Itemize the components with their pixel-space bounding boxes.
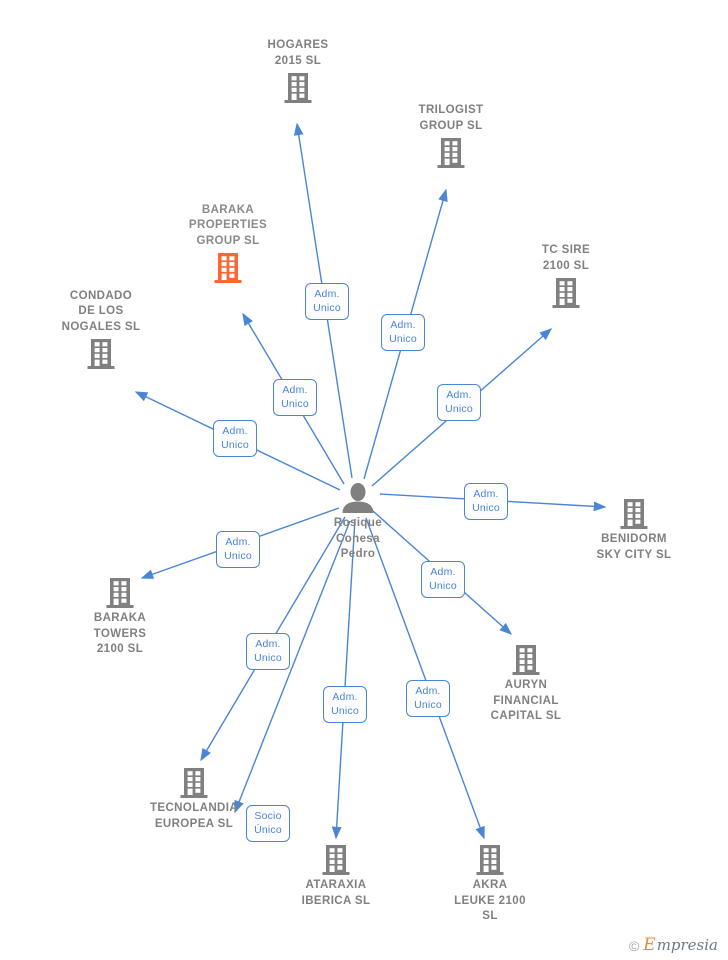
brand-initial: E xyxy=(643,935,656,955)
node-hogares[interactable]: HOGARES 2015 SL xyxy=(228,38,368,104)
node-label-auryn: AURYN FINANCIAL CAPITAL SL xyxy=(490,679,562,722)
edge-label-edge-condado[interactable]: Adm. Unico xyxy=(213,420,257,457)
person-icon xyxy=(342,483,374,513)
edge-label-line2: Unico xyxy=(224,550,252,562)
edge-label-line1: Adm. xyxy=(314,288,340,300)
edge-label-line1: Adm. xyxy=(332,691,358,703)
edge-label-line2: Unico xyxy=(281,398,309,410)
building-icon xyxy=(106,578,134,608)
edge-label-line1: Adm. xyxy=(430,566,456,578)
copyright-symbol: © xyxy=(628,937,640,954)
edge-label-line1: Adm. xyxy=(390,319,416,331)
node-condado[interactable]: CONDADO DE LOS NOGALES SL xyxy=(31,289,171,371)
edge-label-line1: Adm. xyxy=(255,638,281,650)
building-icon xyxy=(180,768,208,798)
edge-label-edge-auryn[interactable]: Adm. Unico xyxy=(421,561,465,598)
node-benidorm[interactable]: BENIDORM SKY CITY SL xyxy=(564,498,704,563)
node-label-condado: CONDADO DE LOS NOGALES SL xyxy=(61,289,141,333)
edge-label-line1: Adm. xyxy=(415,685,441,697)
node-ataraxia[interactable]: ATARAXIA IBERICA SL xyxy=(266,844,406,909)
building-icon xyxy=(552,278,580,308)
node-label-tc-sire: TC SIRE 2100 SL xyxy=(541,244,591,272)
edge-label-line2: Unico xyxy=(472,502,500,514)
edge-label-edge-trilogist[interactable]: Adm. Unico xyxy=(381,314,425,351)
edge-label-edge-ataraxia[interactable]: Adm. Unico xyxy=(323,686,367,723)
node-label-tecnolandia: TECNOLANDIA EUROPEA SL xyxy=(149,802,239,830)
edge-label-line1: Socio xyxy=(254,810,282,822)
node-person[interactable]: Rosique Conesa Pedro xyxy=(288,482,428,563)
edge-label-line1: Adm. xyxy=(446,389,472,401)
edge-label-edge-hogares[interactable]: Adm. Unico xyxy=(305,283,349,320)
edge-label-line1: Adm. xyxy=(222,425,248,437)
edge-label-edge-benidorm[interactable]: Adm. Unico xyxy=(464,483,508,520)
node-tecnolandia[interactable]: TECNOLANDIA EUROPEA SL xyxy=(124,767,264,832)
edge-label-line2: Unico xyxy=(221,439,249,451)
node-label-person: Rosique Conesa Pedro xyxy=(333,517,383,560)
edge-label-line2: Unico xyxy=(445,403,473,415)
edge-label-line1: Adm. xyxy=(282,384,308,396)
node-label-hogares: HOGARES 2015 SL xyxy=(267,39,329,67)
edge-label-line2: Unico xyxy=(414,699,442,711)
building-icon xyxy=(512,645,540,675)
node-baraka-properties[interactable]: BARAKA PROPERTIES GROUP SL xyxy=(158,203,298,285)
node-label-ataraxia: ATARAXIA IBERICA SL xyxy=(301,879,371,907)
edge-label-line2: Unico xyxy=(429,580,457,592)
building-icon xyxy=(214,253,242,283)
building-icon xyxy=(322,845,350,875)
edge-ataraxia xyxy=(331,518,356,840)
edge-label-edge-tc-sire[interactable]: Adm. Unico xyxy=(437,384,481,421)
edge-label-edge-baraka-properties[interactable]: Adm. Unico xyxy=(273,379,317,416)
edge-akra xyxy=(365,517,485,840)
node-label-benidorm: BENIDORM SKY CITY SL xyxy=(596,533,672,561)
building-icon xyxy=(620,499,648,529)
edge-label-line1: Adm. xyxy=(225,536,251,548)
edge-label-edge-tecnolandia[interactable]: Adm. Unico xyxy=(246,633,290,670)
brand-name: mpresia xyxy=(656,936,718,954)
building-icon xyxy=(87,339,115,369)
node-akra[interactable]: AKRA LEUKE 2100 SL xyxy=(420,844,560,925)
node-tc-sire[interactable]: TC SIRE 2100 SL xyxy=(496,243,636,309)
edge-label-edge-akra[interactable]: Adm. Unico xyxy=(406,680,450,717)
edge-label-line2: Unico xyxy=(254,652,282,664)
edge-label-edge-baraka-towers[interactable]: Adm. Unico xyxy=(216,531,260,568)
node-baraka-towers[interactable]: BARAKA TOWERS 2100 SL xyxy=(50,577,190,658)
node-label-baraka-properties: BARAKA PROPERTIES GROUP SL xyxy=(188,203,268,247)
building-icon xyxy=(284,73,312,103)
node-label-trilogist: TRILOGIST GROUP SL xyxy=(418,104,484,132)
node-label-baraka-towers: BARAKA TOWERS 2100 SL xyxy=(93,612,147,655)
edge-label-line2: Unico xyxy=(389,333,417,345)
node-auryn[interactable]: AURYN FINANCIAL CAPITAL SL xyxy=(456,644,596,725)
edge-label-line1: Adm. xyxy=(473,488,499,500)
building-icon xyxy=(437,138,465,168)
node-trilogist[interactable]: TRILOGIST GROUP SL xyxy=(381,103,521,169)
edge-label-line2: Único xyxy=(254,824,282,836)
node-label-akra: AKRA LEUKE 2100 SL xyxy=(454,879,526,922)
edge-label-line2: Unico xyxy=(313,302,341,314)
building-icon xyxy=(476,845,504,875)
empresia-watermark: © E mpresia xyxy=(629,937,718,954)
edge-label-line2: Unico xyxy=(331,705,359,717)
edge-tecnolandia-socio xyxy=(234,520,351,814)
